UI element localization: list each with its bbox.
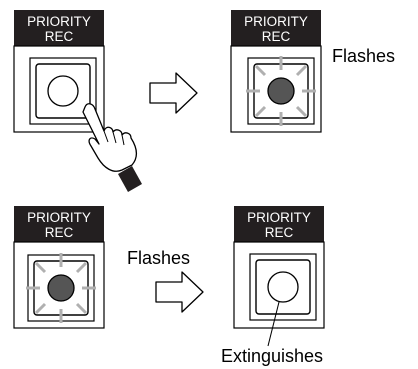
panel-label-bg	[14, 206, 104, 242]
panel-bottom-right: PRIORITY REC	[233, 206, 325, 329]
right-arrow-icon	[155, 271, 204, 313]
lamp-flashing	[267, 77, 295, 105]
lamp-off	[47, 75, 79, 107]
pointing-hand-icon	[82, 103, 142, 192]
panel-label-bg	[234, 206, 324, 242]
panel-label-line2: REC	[262, 29, 291, 44]
panel-label-bg	[14, 10, 104, 46]
panel-label-line2: REC	[265, 225, 294, 240]
caption-flashes-top: Flashes	[332, 46, 395, 66]
lamp-off	[267, 271, 299, 303]
panel-label-line1: PRIORITY	[247, 210, 311, 225]
leader-line	[267, 301, 280, 347]
panel-label-line1: PRIORITY	[27, 14, 91, 29]
caption-extinguishes: Extinguishes	[221, 346, 323, 366]
panel-label-line2: REC	[45, 29, 74, 44]
flash-rays-icon	[246, 56, 316, 126]
panel-label-line1: PRIORITY	[244, 14, 308, 29]
lamp-flashing	[47, 274, 75, 302]
caption-flashes-bottom: Flashes	[127, 248, 190, 268]
panel-label-line1: PRIORITY	[27, 210, 91, 225]
right-arrow-icon	[149, 72, 198, 114]
panel-bottom-left: PRIORITY REC	[13, 206, 105, 329]
panel-top-right: PRIORITY REC	[230, 10, 322, 133]
panel-label-bg	[231, 10, 321, 46]
flash-rays-icon	[26, 253, 96, 323]
panel-label-line2: REC	[45, 225, 74, 240]
